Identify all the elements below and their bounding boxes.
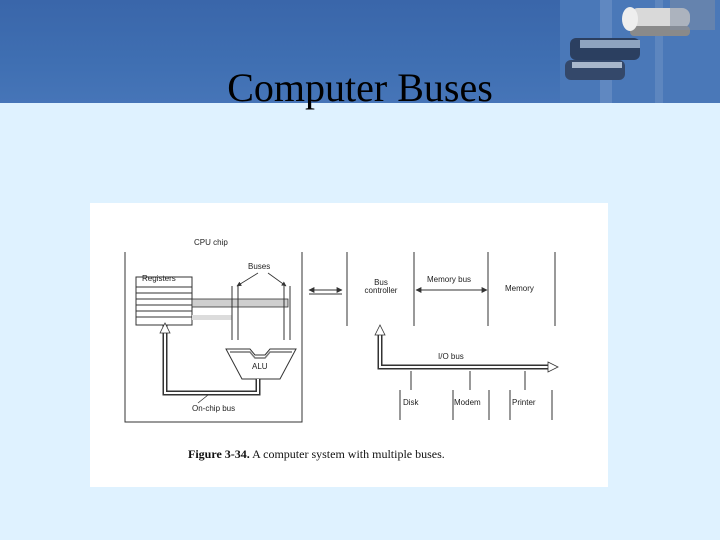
disk-label: Disk: [403, 398, 419, 407]
internal-bus-upper: [191, 298, 289, 308]
internal-bus-lower: [192, 315, 232, 320]
registers-label: Registers: [142, 274, 176, 283]
modem-label: Modem: [454, 398, 481, 407]
bus-controller-label-line2: controller: [364, 286, 398, 295]
memory-bus-label: Memory bus: [427, 275, 472, 284]
alu-label: ALU: [252, 362, 268, 371]
io-bus-label: I/O bus: [438, 352, 464, 361]
slide-title: Computer Buses: [227, 65, 493, 110]
memory-label: Memory: [505, 284, 534, 293]
figure-caption-text: A computer system with multiple buses.: [252, 447, 445, 461]
io-bus: [377, 330, 552, 370]
bus-diagram-figure: CPU chip Buses Registers ALU On-chip bus…: [90, 203, 608, 487]
printer-label: Printer: [512, 398, 536, 407]
cpu-to-controller-link: [308, 287, 343, 295]
on-chip-bus-label: On-chip bus: [192, 404, 236, 413]
header-band: [0, 0, 720, 103]
figure-caption-number: Figure 3-34.: [188, 447, 250, 461]
bus-controller-label: Bus controller: [358, 279, 404, 295]
registers-block: [135, 276, 193, 326]
bus-diagram: [124, 252, 559, 423]
cpu-chip-box: [124, 252, 303, 423]
bus-controller-label-line1: Bus: [374, 278, 388, 287]
figure-caption: Figure 3-34. A computer system with mult…: [188, 447, 445, 462]
pipes-decoration-image: [560, 0, 720, 103]
buses-label: Buses: [248, 262, 271, 271]
cpu-chip-label: CPU chip: [194, 238, 228, 247]
alu-shape: [225, 348, 297, 380]
